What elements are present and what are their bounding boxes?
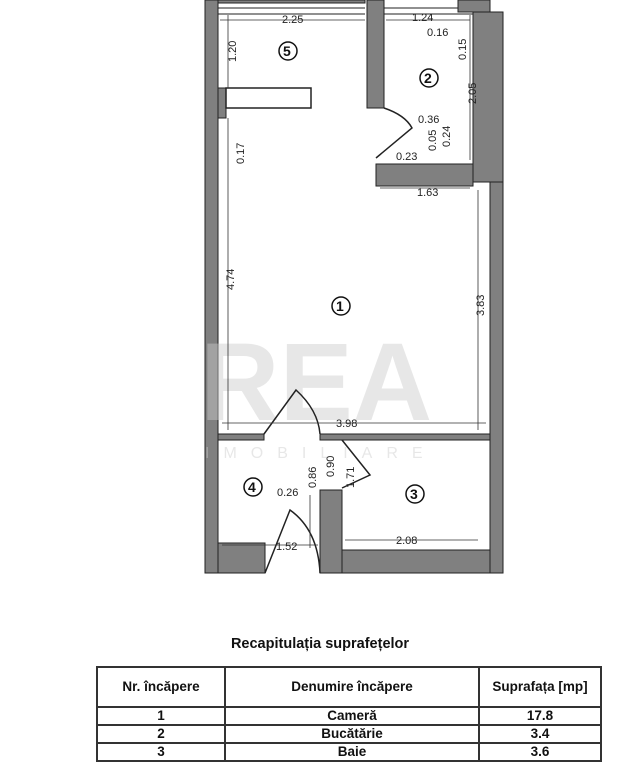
- summary-table: Nr. încăpere Denumire încăpere Suprafața…: [96, 666, 602, 762]
- watermark: REA IMOBILIARE: [200, 321, 437, 462]
- svg-text:3: 3: [410, 486, 418, 502]
- cell-number: 2: [96, 724, 226, 744]
- doors: [263, 107, 413, 574]
- svg-text:0.90: 0.90: [325, 456, 337, 477]
- svg-text:IMOBILIARE: IMOBILIARE: [205, 445, 437, 462]
- summary-title: Recapitulația suprafețelor: [230, 636, 410, 652]
- svg-text:1.24: 1.24: [412, 12, 433, 24]
- svg-text:2: 2: [424, 70, 432, 86]
- svg-text:0.17: 0.17: [235, 143, 247, 164]
- svg-text:0.26: 0.26: [277, 487, 298, 499]
- cell-number: 1: [96, 706, 226, 726]
- svg-text:5: 5: [283, 43, 291, 59]
- room-labels: 5 2 1 4 3: [243, 41, 439, 504]
- cell-name: Baie: [224, 742, 480, 762]
- svg-text:0.05: 0.05: [427, 130, 439, 151]
- svg-text:1: 1: [336, 298, 344, 314]
- svg-text:0.16: 0.16: [427, 27, 448, 39]
- floor-plan: REA IMOBILIARE 5 2 1 4 3 2.25 1.20 1.24 …: [200, 0, 504, 574]
- svg-text:0.15: 0.15: [457, 39, 469, 60]
- table-row: 3 Baie 3.6: [96, 742, 602, 762]
- cell-area: 3.6: [478, 742, 602, 762]
- svg-text:1.71: 1.71: [345, 467, 357, 488]
- svg-text:2.05: 2.05: [467, 83, 479, 104]
- table-row: 2 Bucătărie 3.4: [96, 724, 602, 744]
- dimension-lines: [220, 15, 486, 548]
- cell-name: Bucătărie: [224, 724, 480, 744]
- svg-text:REA: REA: [200, 321, 432, 444]
- header-room-number: Nr. încăpere: [96, 666, 226, 708]
- svg-text:4: 4: [248, 479, 256, 495]
- svg-text:4.74: 4.74: [225, 269, 237, 290]
- cell-number: 3: [96, 742, 226, 762]
- svg-text:3.83: 3.83: [475, 295, 487, 316]
- svg-text:0.86: 0.86: [307, 467, 319, 488]
- windows: [218, 7, 473, 15]
- svg-text:3.98: 3.98: [336, 418, 357, 430]
- svg-text:0.36: 0.36: [418, 114, 439, 126]
- cell-area: 3.4: [478, 724, 602, 744]
- shelf: [225, 87, 312, 109]
- cell-name: Cameră: [224, 706, 480, 726]
- svg-text:1.63: 1.63: [417, 187, 438, 199]
- svg-text:0.24: 0.24: [441, 126, 453, 147]
- walls: [204, 0, 504, 574]
- svg-text:1.20: 1.20: [227, 41, 239, 62]
- svg-text:2.08: 2.08: [396, 535, 417, 547]
- table-row: 1 Cameră 17.8: [96, 706, 602, 726]
- svg-text:2.25: 2.25: [282, 14, 303, 26]
- svg-text:1.52: 1.52: [276, 541, 297, 553]
- header-room-name: Denumire încăpere: [224, 666, 480, 708]
- svg-text:0.23: 0.23: [396, 151, 417, 163]
- header-area: Suprafața [mp]: [478, 666, 602, 708]
- cell-area: 17.8: [478, 706, 602, 726]
- table-header: Nr. încăpere Denumire încăpere Suprafața…: [96, 666, 602, 708]
- dimension-labels: 2.25 1.20 1.24 0.16 0.15 2.05 0.36 0.05 …: [225, 12, 487, 553]
